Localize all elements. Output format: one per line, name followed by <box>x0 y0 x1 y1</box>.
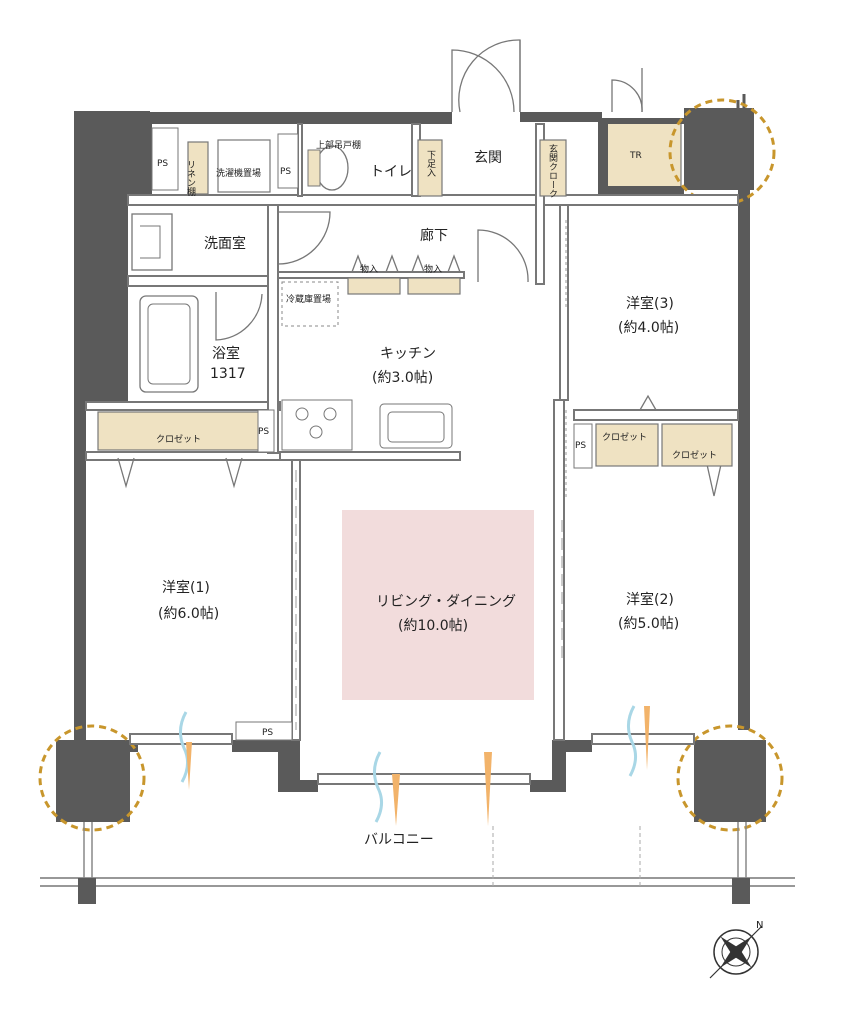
label-western2-size: (約5.0帖) <box>618 616 679 632</box>
label-closet-1: クロゼット <box>156 433 201 445</box>
label-storage-1: 物入 <box>360 263 378 275</box>
label-western1-name: 洋室(1) <box>162 579 210 596</box>
label-ps-1: PS <box>157 159 168 169</box>
label-ps-3: PS <box>258 427 269 437</box>
label-kitchen-name: キッチン <box>380 346 436 362</box>
label-storage-2: 物入 <box>424 263 442 275</box>
label-balcony: バルコニー <box>364 832 434 848</box>
label-bathroom-size: 1317 <box>210 366 246 382</box>
label-shoe-low: 下足入 <box>425 150 436 177</box>
living-highlight <box>342 510 534 700</box>
doors <box>117 39 723 730</box>
label-toilet: トイレ <box>370 164 412 180</box>
room-labels: 洋室(1) (約6.0帖) 洋室(2) (約5.0帖) 洋室(3) (約4.0帖… <box>156 139 763 931</box>
structural-columns <box>38 98 784 832</box>
storage-units <box>97 139 733 467</box>
compass-icon <box>709 925 763 979</box>
airflow-indicators <box>179 705 650 826</box>
label-entrance-cloak: 玄関クローク <box>547 143 558 198</box>
label-closet-2: クロゼット <box>602 431 647 443</box>
label-linen: リネン棚 <box>185 160 196 197</box>
label-washroom: 洗面室 <box>204 235 246 252</box>
column-top-right <box>684 108 754 190</box>
label-upper-cabinet: 上部吊戸棚 <box>316 139 361 151</box>
label-entrance: 玄関 <box>474 149 502 166</box>
label-western2-name: 洋室(2) <box>626 591 674 608</box>
label-living-name: リビング・ダイニング <box>376 594 516 610</box>
balcony-area <box>40 822 795 904</box>
label-kitchen-size: (約3.0帖) <box>372 370 433 386</box>
label-western1-size: (約6.0帖) <box>158 606 219 622</box>
label-ps-2: PS <box>280 167 291 177</box>
fixtures <box>131 127 593 741</box>
exterior-walls <box>74 94 750 792</box>
column-ring-top-right <box>668 98 776 206</box>
label-washer: 洗濯機置場 <box>216 167 261 179</box>
label-bathroom-name: 浴室 <box>212 345 240 362</box>
label-western3-name: 洋室(3) <box>626 295 674 312</box>
label-tr: TR <box>629 151 642 161</box>
label-living-size: (約10.0帖) <box>398 618 468 634</box>
label-hallway: 廊下 <box>420 227 448 244</box>
label-compass-n: N <box>756 920 763 931</box>
label-ps-4: PS <box>575 441 586 451</box>
column-bottom-left <box>56 740 130 822</box>
column-ring-bottom-left <box>38 724 146 832</box>
label-fridge: 冷蔵庫置場 <box>286 293 331 305</box>
column-bottom-right <box>694 740 766 822</box>
column-ring-bottom-right <box>676 724 784 832</box>
label-ps-5: PS <box>262 728 273 738</box>
label-closet-3: クロゼット <box>672 449 717 461</box>
label-western3-size: (約4.0帖) <box>618 320 679 336</box>
